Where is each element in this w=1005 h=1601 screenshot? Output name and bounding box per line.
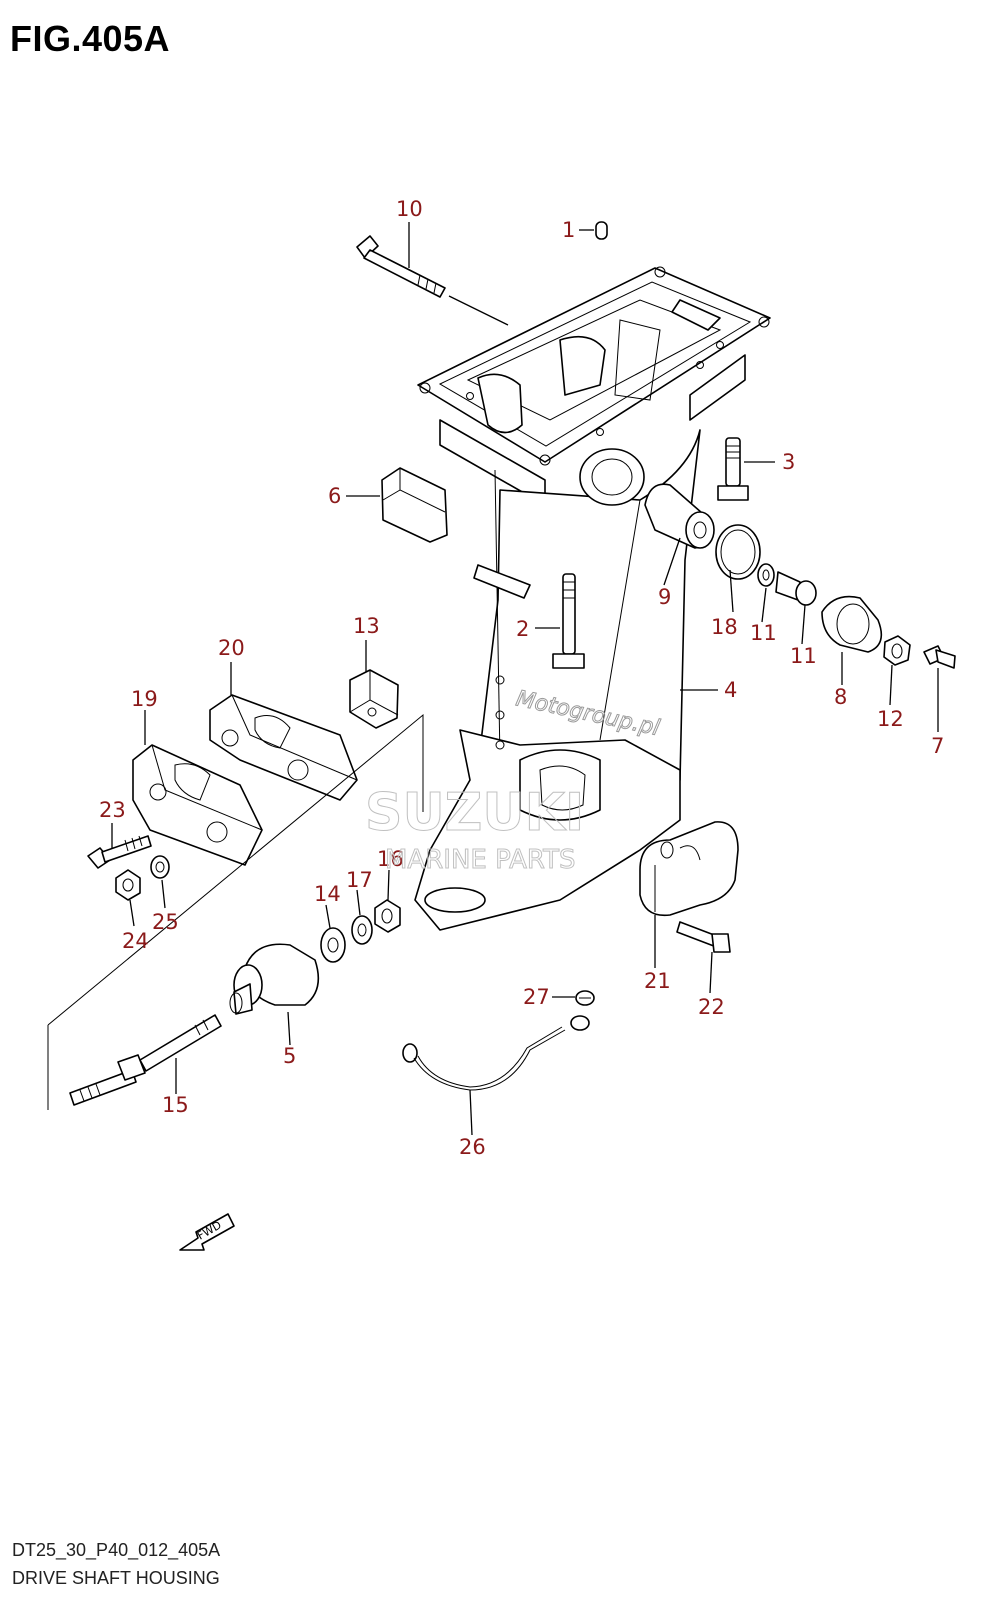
nut-24[interactable]: [115, 869, 141, 901]
bolt-10[interactable]: [356, 235, 446, 298]
callout-2: 2: [516, 617, 529, 641]
bolt-22[interactable]: [676, 921, 731, 953]
watermark-suzuki: SUZUKI: [365, 783, 584, 843]
callout-23: 23: [99, 798, 126, 822]
mount-bracket-20[interactable]: [209, 694, 358, 801]
holder-13[interactable]: [349, 669, 399, 729]
mount-rubber-5[interactable]: [229, 943, 320, 1015]
drive-shaft-housing[interactable]: [414, 266, 771, 931]
fwd-arrow-icon: FWD: [179, 1213, 235, 1251]
pin-1[interactable]: [595, 221, 608, 240]
callout-20: 20: [218, 636, 245, 660]
callout-25: 25: [152, 910, 179, 934]
callout-24: 24: [122, 929, 149, 953]
callout-18: 18: [711, 615, 738, 639]
callout-15: 15: [162, 1093, 189, 1117]
figure-title: FIG.405A: [10, 18, 171, 59]
callout-13: 13: [353, 614, 380, 638]
bolt-15[interactable]: [69, 1014, 222, 1106]
cover-21[interactable]: [639, 821, 739, 917]
bolt-2[interactable]: [552, 573, 585, 669]
bolt-23[interactable]: [87, 835, 152, 869]
callout-14: 14: [314, 882, 341, 906]
bolt-3[interactable]: [717, 437, 749, 501]
ground-wire-26[interactable]: [402, 1015, 590, 1091]
bolt-7[interactable]: [923, 645, 956, 669]
figure-name: DRIVE SHAFT HOUSING: [12, 1568, 220, 1588]
callout-22: 22: [698, 995, 725, 1019]
callout-1: 1: [562, 218, 575, 242]
collar-11[interactable]: [775, 571, 817, 606]
callout-11-collar: 11: [790, 644, 817, 668]
callout-17: 17: [346, 868, 373, 892]
mount-rubber-9[interactable]: [644, 483, 715, 549]
callout-3: 3: [782, 450, 795, 474]
callout-27: 27: [523, 985, 550, 1009]
figure-code: DT25_30_P40_012_405A: [12, 1540, 221, 1560]
mount-bracket-19[interactable]: [132, 744, 263, 866]
watermark-marine-parts: MARINE PARTS: [385, 845, 575, 875]
assembly-bracket-line: [47, 713, 424, 1110]
washer-25[interactable]: [150, 855, 170, 879]
ring-18[interactable]: [715, 524, 761, 580]
callout-10: 10: [396, 197, 423, 221]
callout-8: 8: [834, 685, 847, 709]
callout-4: 4: [724, 678, 737, 702]
rubber-pad-6[interactable]: [381, 467, 448, 543]
washer-17[interactable]: [351, 915, 373, 945]
washer-11[interactable]: [757, 563, 775, 587]
screw-27[interactable]: [575, 990, 595, 1006]
callout-16: 16: [377, 847, 404, 871]
callout-12: 12: [877, 707, 904, 731]
washer-14[interactable]: [320, 927, 346, 963]
leader-lines: [111, 222, 939, 1136]
callout-7: 7: [931, 734, 944, 758]
nut-16[interactable]: [374, 899, 401, 933]
callout-9: 9: [658, 585, 671, 609]
callout-5: 5: [283, 1044, 296, 1068]
callout-19: 19: [131, 687, 158, 711]
plate-8[interactable]: [821, 595, 883, 653]
callout-11-washer: 11: [750, 621, 777, 645]
nut-12[interactable]: [883, 635, 911, 666]
callout-21: 21: [644, 969, 671, 993]
callout-26: 26: [459, 1135, 486, 1159]
callout-6: 6: [328, 484, 341, 508]
